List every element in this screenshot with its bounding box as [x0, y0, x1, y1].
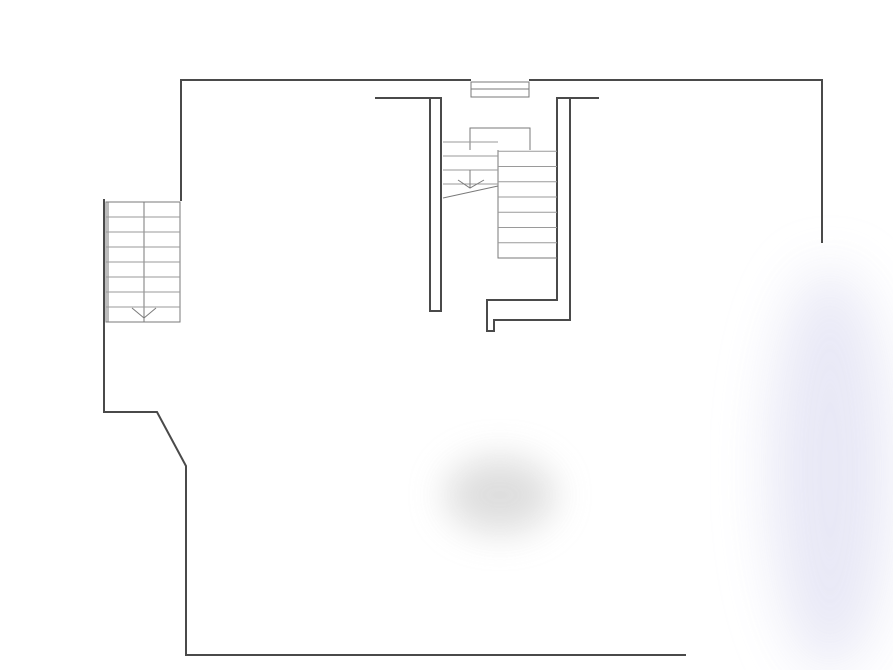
stair-core-walls	[375, 97, 599, 332]
scan-smudge-center	[445, 457, 555, 533]
outer-walls	[103, 79, 823, 656]
scan-smudge-right	[770, 270, 890, 670]
outer-wall-left-bay	[103, 199, 686, 656]
left-stair-arrow	[131, 307, 157, 319]
central-stair-right-flight	[498, 150, 557, 244]
outer-wall-top-left	[180, 79, 471, 201]
top-window	[470, 81, 530, 98]
left-stair-treads	[106, 216, 180, 308]
central-stair-arrow	[457, 170, 485, 189]
